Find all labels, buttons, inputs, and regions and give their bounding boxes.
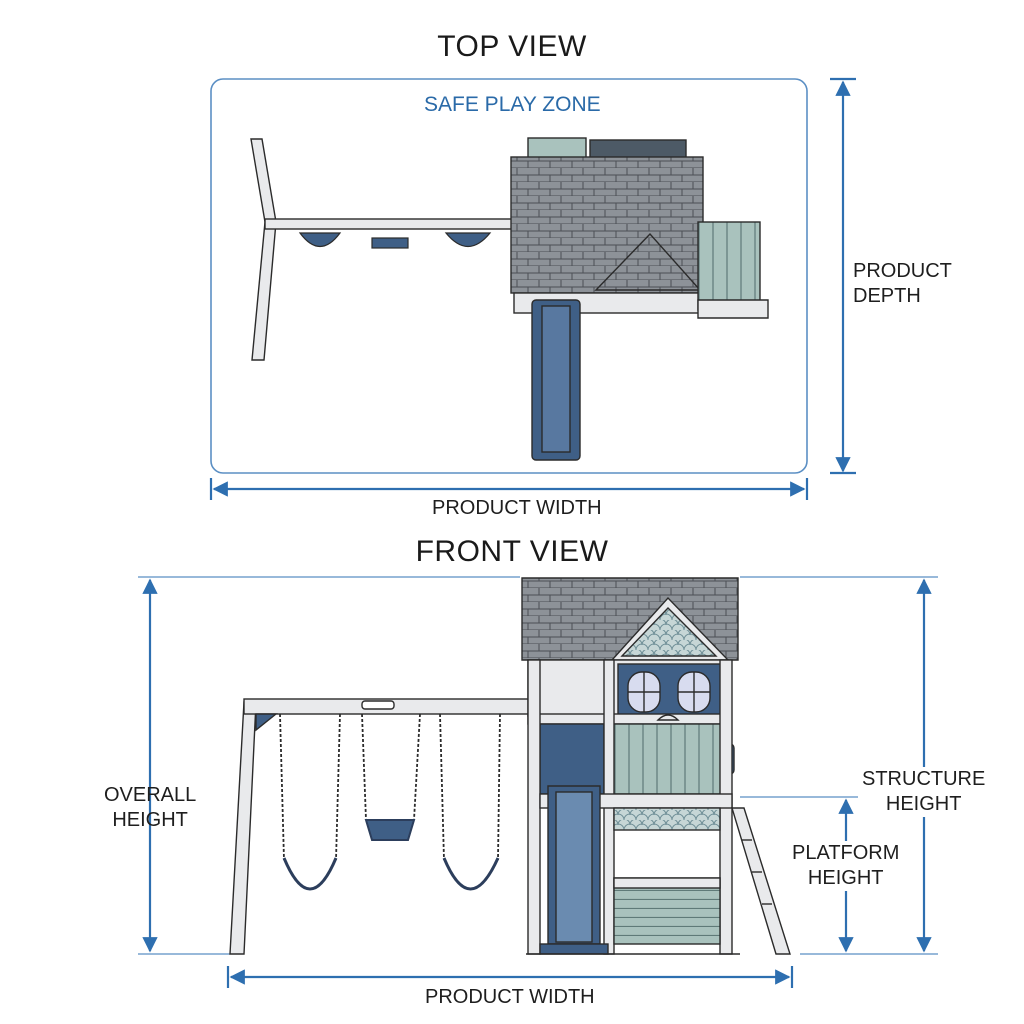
front-swing-seats xyxy=(282,819,500,891)
front-swing-frame xyxy=(229,698,531,955)
front-clubhouse xyxy=(521,577,791,955)
safe-play-zone-label: SAFE PLAY ZONE xyxy=(424,93,601,116)
front-product-width-label: PRODUCT WIDTH xyxy=(425,986,595,1008)
product-depth-label: PRODUCT DEPTH xyxy=(853,259,952,309)
overall-height-label: OVERALL HEIGHT xyxy=(104,783,196,833)
overall-height-label-line2: HEIGHT xyxy=(112,809,188,831)
structure-height-label: STRUCTURE HEIGHT xyxy=(862,767,986,817)
top-width-dimension xyxy=(209,478,809,500)
overall-height-label-line1: OVERALL xyxy=(104,784,197,806)
top-slide xyxy=(531,299,581,461)
product-depth-dimension xyxy=(830,77,856,475)
top-swing-seats xyxy=(298,232,492,249)
front-reference-lines xyxy=(138,576,938,955)
platform-height-label-line1: PLATFORM xyxy=(792,842,900,864)
structure-height-label-line2: HEIGHT xyxy=(885,793,962,815)
front-width-dimension xyxy=(226,966,794,988)
top-view-title: TOP VIEW xyxy=(437,30,587,63)
structure-height-label-line1: STRUCTURE xyxy=(862,768,986,790)
platform-height-label-line2: HEIGHT xyxy=(807,867,884,889)
top-swing-frame xyxy=(250,138,514,361)
top-clubhouse xyxy=(510,137,769,319)
product-depth-label-line2: DEPTH xyxy=(853,285,921,307)
top-product-width-label: PRODUCT WIDTH xyxy=(432,497,602,519)
safe-play-zone-boundary xyxy=(210,78,808,474)
front-swing-chains xyxy=(279,713,501,861)
platform-height-label: PLATFORM HEIGHT xyxy=(792,841,900,891)
front-view-title: FRONT VIEW xyxy=(415,535,609,568)
product-depth-label-line1: PRODUCT xyxy=(853,260,952,282)
